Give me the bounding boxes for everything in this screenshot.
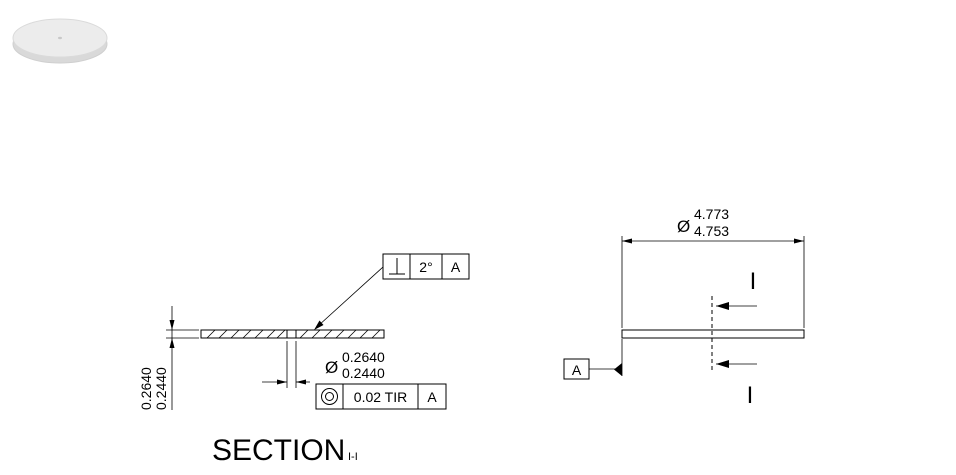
hole-diameter-upper-text: 0.2640	[342, 349, 385, 365]
datum-feature-a: A	[563, 339, 623, 380]
section-body	[200, 329, 385, 339]
section-title-suffix: I-I	[348, 451, 358, 463]
section-title: SECTION I-I	[212, 434, 358, 467]
concentricity-frame: 0.02 TIR A	[315, 383, 447, 410]
outer-diameter-dimension: Ø 4.773 4.753	[621, 206, 805, 328]
concentricity-datum-text: A	[427, 389, 437, 405]
section-cut-line: I I	[711, 268, 757, 409]
diameter-symbol-icon: Ø	[677, 217, 690, 236]
section-label-bottom: I	[747, 382, 754, 409]
outer-diameter-upper-text: 4.773	[694, 206, 729, 222]
thickness-lower-text: 0.2440	[153, 367, 169, 410]
section-title-text: SECTION	[212, 434, 345, 467]
disc-thumbnail-icon	[12, 18, 108, 64]
concentricity-icon	[321, 388, 338, 405]
concentricity-tolerance-text: 0.02 TIR	[354, 389, 407, 405]
side-view: Ø 4.773 4.753 I I A	[563, 206, 805, 409]
hole-diameter-dimension: Ø 0.2640 0.2440	[262, 341, 385, 388]
part-body	[621, 329, 805, 339]
section-view: 0.2640 0.2440 Ø 0.2640 0.2440 2° A	[138, 253, 470, 467]
section-label-top: I	[750, 268, 757, 295]
diameter-symbol-icon: Ø	[325, 358, 338, 377]
perpendicularity-leader	[314, 266, 384, 330]
hole-diameter-lower-text: 0.2440	[342, 365, 385, 381]
perpendicularity-datum-text: A	[451, 259, 461, 275]
datum-label-text: A	[572, 362, 582, 378]
perpendicularity-frame: 2° A	[382, 253, 470, 280]
thickness-dimension: 0.2640 0.2440	[138, 306, 199, 410]
outer-diameter-lower-text: 4.753	[694, 223, 729, 239]
perpendicularity-icon	[389, 258, 405, 275]
perpendicularity-tolerance-text: 2°	[419, 259, 432, 275]
section-hatching	[206, 329, 381, 339]
thickness-upper-text: 0.2640	[138, 367, 154, 410]
